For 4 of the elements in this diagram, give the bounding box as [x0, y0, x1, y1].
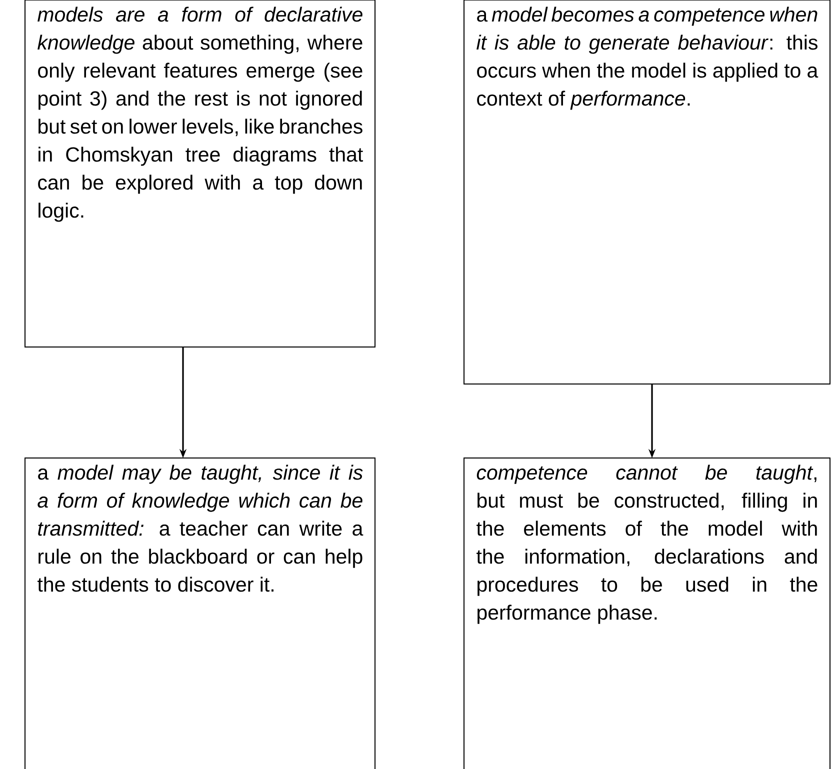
text-box: models are a form of declarative knowledge about something, where only relevant features emerge (see point 3) and the rest is not ignored but set on lower levels, like branches in Chomskyan tree diagrams that can be explored with a top down logic. — [24, 0, 376, 348]
text-box: competence cannot be taught, but must be constructed, filling in the elements of the model with the information, declarations and procedures to be used in the performance phase. — [464, 458, 830, 769]
text-box: a model may be taught, since it is a form of knowledge which can be transmitted: a teacher can write a rule on the blackboard or can help the students to discover it. — [24, 458, 376, 769]
text-box: a model becomes a competence when it is able to generate behaviour: this occurs when the model is applied to a context of performance. — [464, 0, 830, 384]
